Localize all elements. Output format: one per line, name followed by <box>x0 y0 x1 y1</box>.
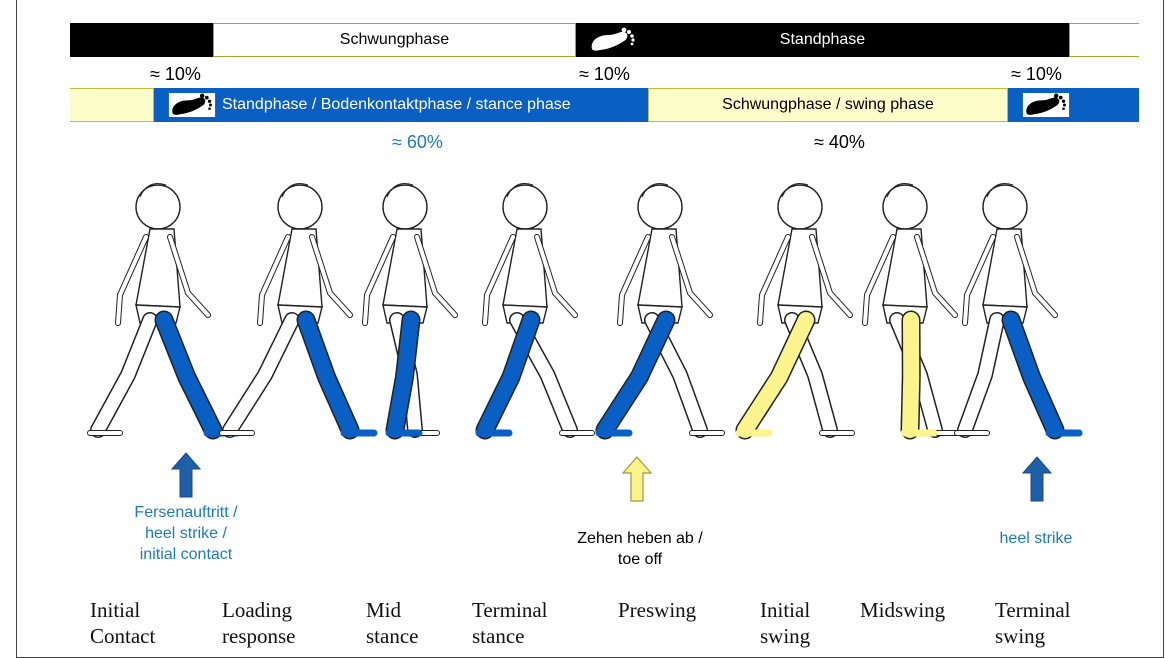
arrow-up-blue-icon <box>1022 456 1052 502</box>
phase-label-line1: Initial <box>760 597 810 623</box>
phase-label-line2: swing <box>760 623 810 649</box>
percent-right: ≈ 10% <box>1011 64 1062 85</box>
percent-swing: ≈ 40% <box>814 132 865 153</box>
phase-swing-segment: Schwungphase / swing phase <box>648 88 1008 122</box>
walking-child-figure <box>90 184 237 434</box>
phase-label: Preswing <box>618 597 696 623</box>
annotation-heel-strike: heel strike <box>966 528 1106 549</box>
annotation-line: initial contact <box>106 544 266 565</box>
phase-label-line2: swing <box>995 623 1071 649</box>
top-swing-label: Schwungphase <box>340 31 449 49</box>
annotation-line: Zehen heben ab / <box>555 528 725 549</box>
phase-label-line2: Contact <box>90 623 155 649</box>
percent-stance: ≈ 60% <box>392 132 443 153</box>
top-left-black-segment <box>70 23 213 57</box>
top-swing-segment: Schwungphase <box>213 23 576 57</box>
top-right-white-segment <box>1069 23 1139 57</box>
foot-icon <box>1022 93 1070 117</box>
arrow-up-blue-icon <box>171 452 201 498</box>
phase-label-line1: Initial <box>90 597 155 623</box>
phase-left-yellow-segment <box>70 88 154 122</box>
phase-label-line1: Terminal <box>472 597 548 623</box>
walking-child-figure <box>957 184 1079 434</box>
phase-label-line2: stance <box>366 623 418 649</box>
phase-stance-segment: Standphase / Bodenkontaktphase / stance … <box>154 88 648 122</box>
phase-label-line2: stance <box>472 623 548 649</box>
walking-child-figure <box>599 184 722 434</box>
phase-label-line1: Loading <box>222 597 295 623</box>
walking-child-figure <box>222 184 374 434</box>
phase-label-line2: response <box>222 623 295 649</box>
top-stance-label: Standphase <box>780 31 865 49</box>
phase-label-line1: Midswing <box>860 597 945 623</box>
phase-label: Midswing <box>860 597 945 623</box>
annotation-toe-off: Zehen heben ab / toe off <box>555 528 725 570</box>
percent-middle: ≈ 10% <box>579 64 630 85</box>
foot-icon <box>588 27 638 53</box>
walking-child-figure <box>865 184 957 434</box>
phase-label-line1: Preswing <box>618 597 696 623</box>
annotation-heel-strike-initial-contact: Fersenauftritt / heel strike / initial c… <box>106 502 266 565</box>
percent-left: ≈ 10% <box>150 64 201 85</box>
walking-child-figure <box>739 184 852 434</box>
top-stance-segment: Standphase <box>576 23 1069 57</box>
walking-figures <box>0 165 1166 465</box>
annotation-line: toe off <box>555 549 725 570</box>
phase-stance-label: Standphase / Bodenkontaktphase / stance … <box>222 96 571 114</box>
phase-label-line1: Terminal <box>995 597 1071 623</box>
phase-label-line1: Mid <box>366 597 418 623</box>
annotation-line: Fersenauftritt / <box>106 502 266 523</box>
arrow-up-yellow-icon <box>622 456 652 502</box>
phase-swing-label: Schwungphase / swing phase <box>722 96 934 114</box>
walking-child-figure <box>479 184 592 434</box>
walking-child-figure <box>365 184 455 434</box>
foot-icon <box>168 93 216 117</box>
annotation-line: heel strike / <box>106 523 266 544</box>
